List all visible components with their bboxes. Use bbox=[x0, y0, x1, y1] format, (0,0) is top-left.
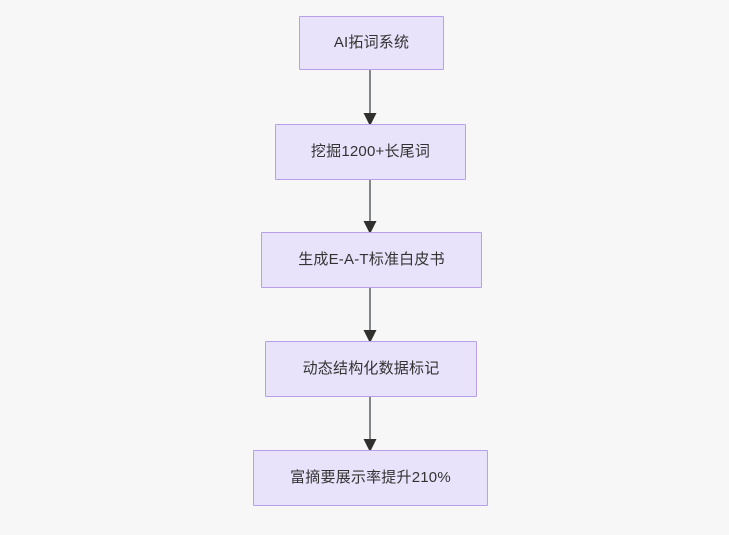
edge-n2-n3 bbox=[363, 180, 377, 234]
edge-n4-n5 bbox=[363, 397, 377, 452]
flowchart-node-longtail-mining[interactable]: 挖掘1200+长尾词 bbox=[275, 124, 466, 180]
node-label: 生成E-A-T标准白皮书 bbox=[298, 251, 445, 268]
flowchart-node-eat-whitepaper[interactable]: 生成E-A-T标准白皮书 bbox=[261, 232, 482, 288]
edge-n1-n2 bbox=[363, 70, 377, 126]
arrowhead-icon bbox=[363, 221, 377, 234]
arrowhead-icon bbox=[363, 439, 377, 452]
edge-n3-n4 bbox=[363, 288, 377, 343]
node-label: 挖掘1200+长尾词 bbox=[310, 143, 431, 160]
flowchart-node-rich-snippet-result[interactable]: 富摘要展示率提升210% bbox=[253, 450, 488, 506]
node-label: 富摘要展示率提升210% bbox=[290, 469, 451, 486]
arrowhead-icon bbox=[363, 330, 377, 343]
flowchart-node-structured-data-markup[interactable]: 动态结构化数据标记 bbox=[265, 341, 477, 397]
flowchart-node-ai-keyword-system[interactable]: AI拓词系统 bbox=[299, 16, 444, 70]
arrowhead-icon bbox=[363, 113, 377, 126]
node-label: 动态结构化数据标记 bbox=[302, 360, 440, 377]
node-label: AI拓词系统 bbox=[333, 34, 410, 51]
